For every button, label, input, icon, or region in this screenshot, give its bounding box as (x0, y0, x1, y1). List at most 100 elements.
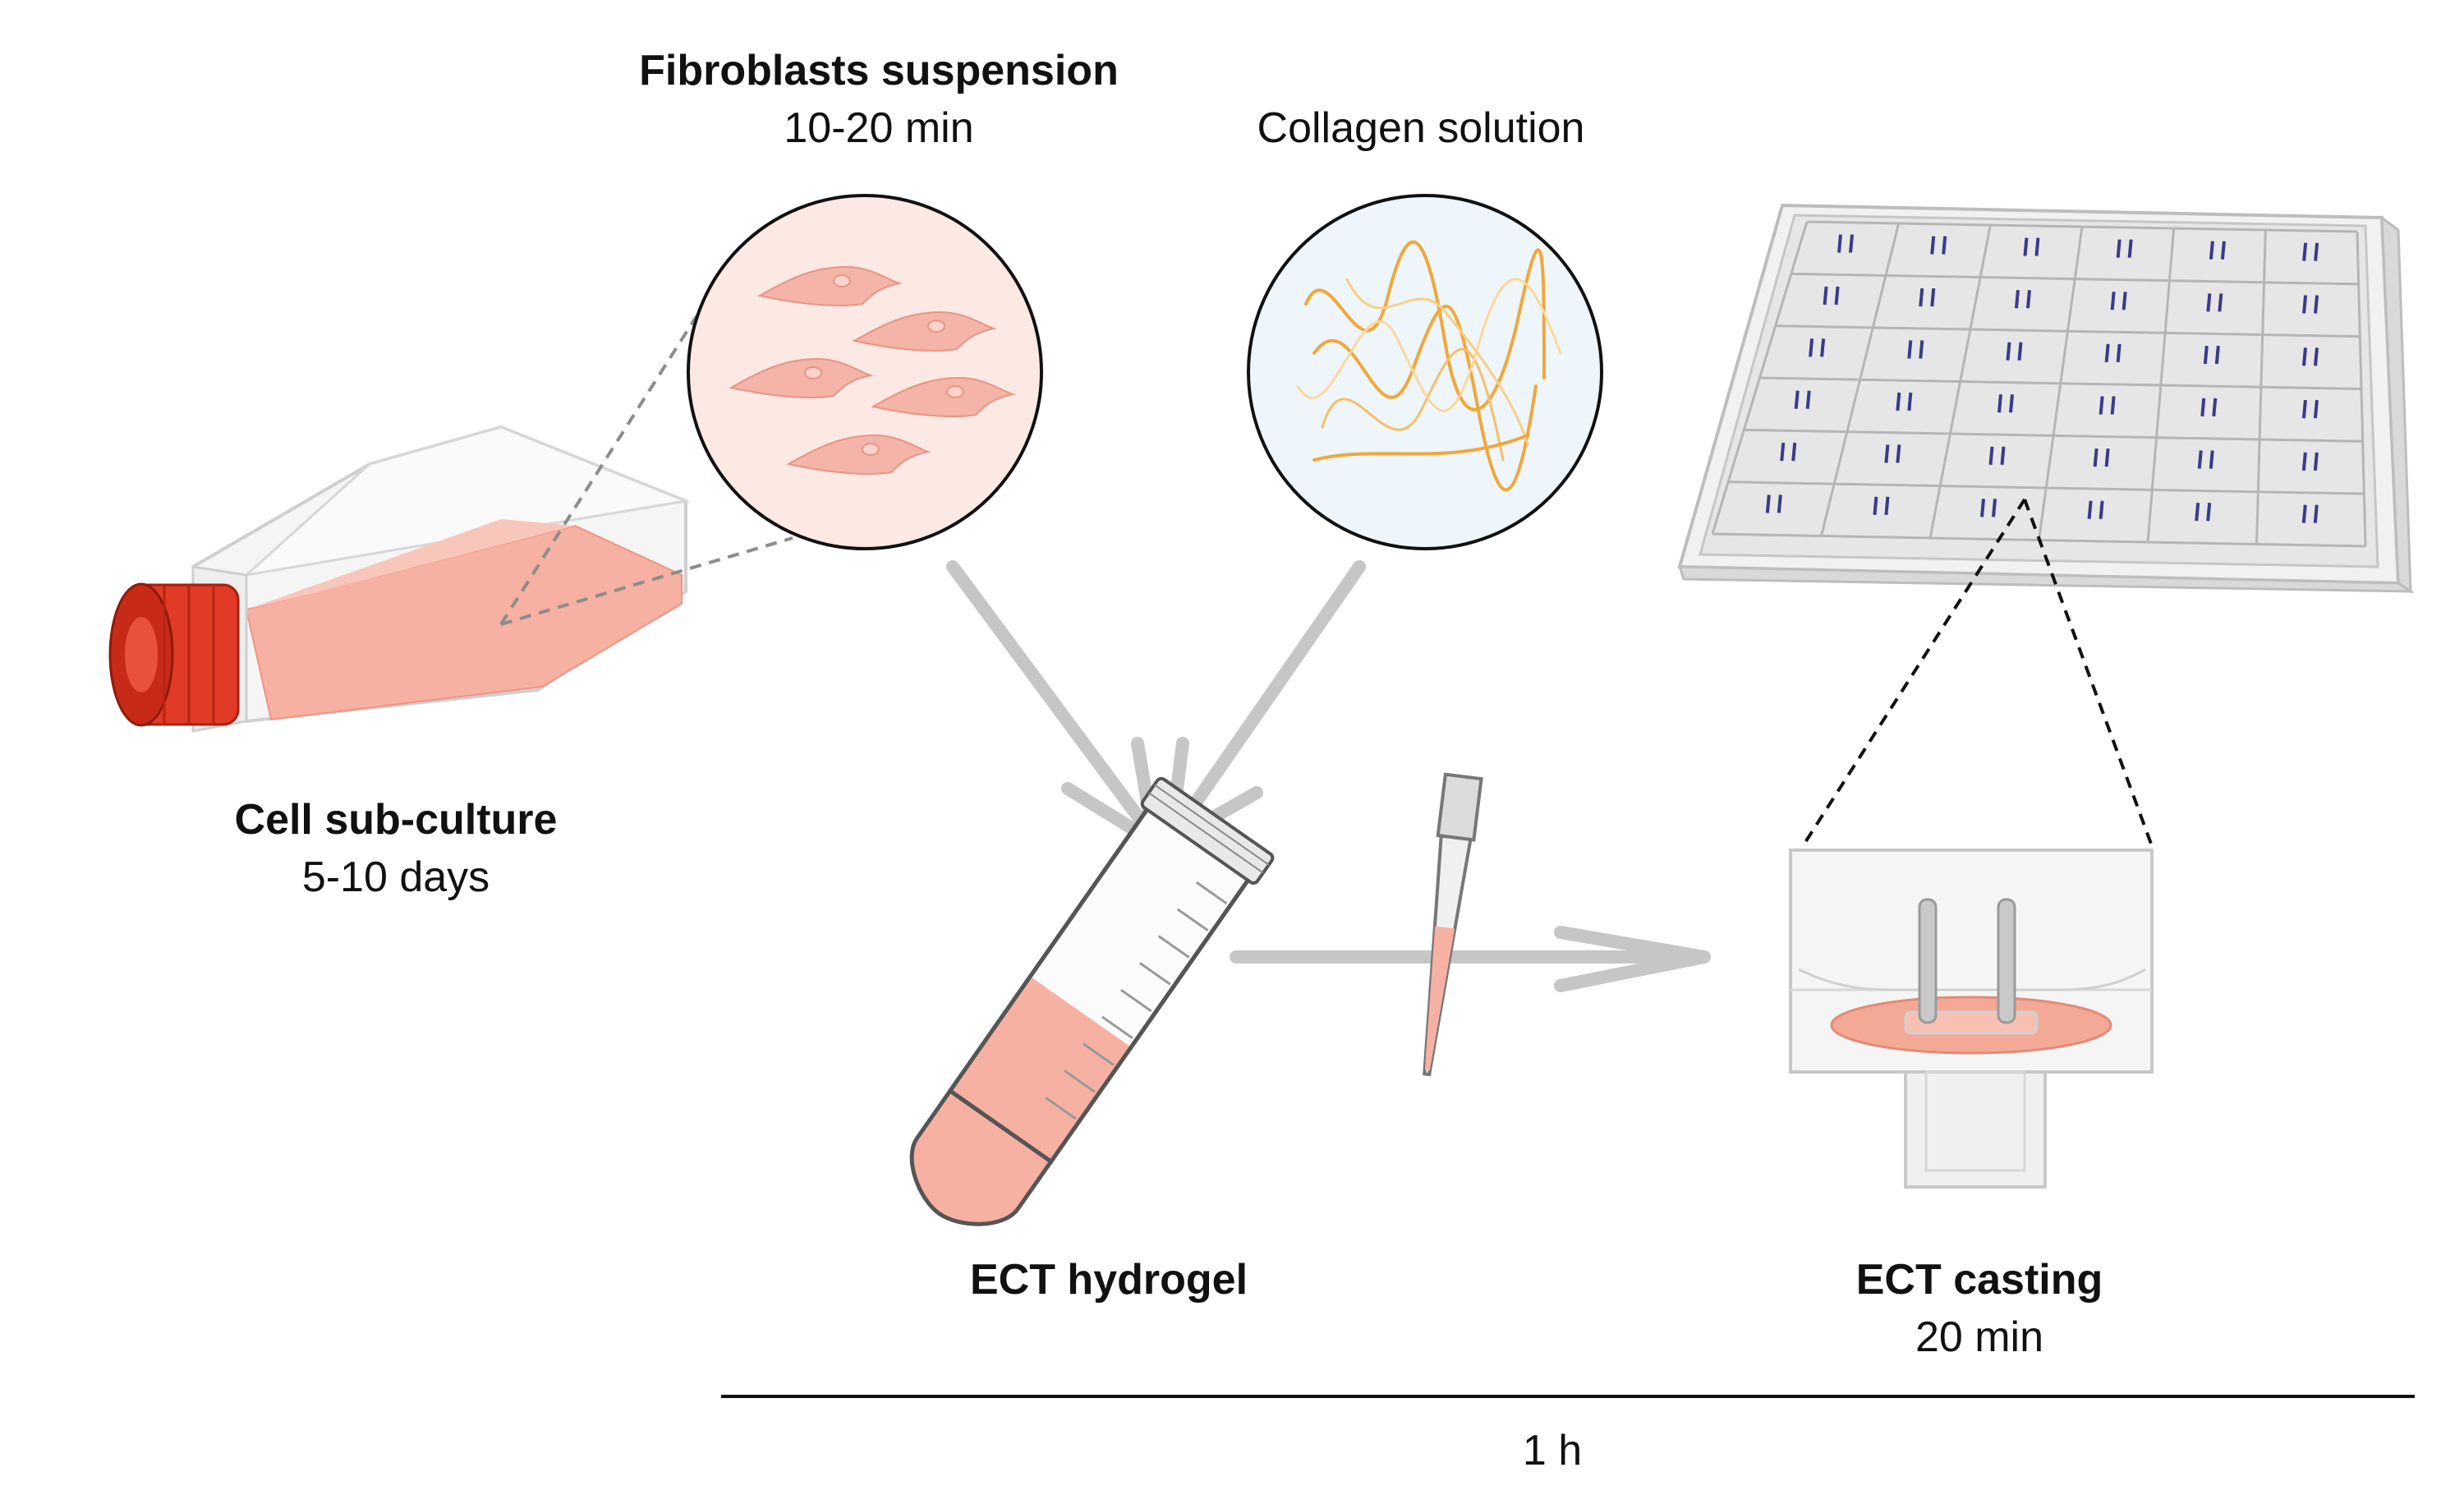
well-post-icon (1791, 442, 1797, 462)
arrow-icon (1176, 560, 1366, 828)
well-post-icon (1805, 390, 1811, 409)
zoom-lines-flask (499, 315, 793, 626)
well-post-icon (2006, 342, 2011, 361)
well-post-icon (1919, 287, 1924, 307)
timeline-label: 1 h (1522, 1427, 1583, 1474)
fibroblasts-title: Fibroblasts suspension (639, 47, 1119, 94)
well-post-icon (2099, 396, 2104, 415)
well-post-icon (2034, 237, 2040, 256)
well-post-icon (1884, 444, 1890, 463)
well-post-icon (1997, 394, 2002, 413)
well-post-icon (2023, 237, 2029, 256)
collagen-fiber-icon (1321, 347, 1505, 462)
well-post-icon (2104, 343, 2110, 363)
well-post-icon (2313, 504, 2319, 523)
well-post-icon (1834, 286, 1840, 306)
well-post-icon (2214, 345, 2220, 365)
well-post-icon (2000, 446, 2006, 465)
well-post-icon (2093, 448, 2099, 467)
well-post-icon (2314, 295, 2319, 314)
fibroblast-cell-icon (852, 310, 997, 352)
well-grid-line (1759, 376, 2362, 390)
well-post-icon (2301, 399, 2307, 419)
well-post-icon (2008, 394, 2014, 413)
well-post-icon (2014, 289, 2020, 309)
fibroblasts-duration: 10-20 min (784, 104, 974, 152)
collagen-title: Collagen solution (1257, 104, 1585, 152)
well-post-icon (2087, 500, 2093, 519)
well-post-icon (2195, 503, 2200, 522)
casting-title: ECT casting (1855, 1256, 2103, 1304)
well-post-icon (2220, 241, 2226, 260)
casting-well-icon (1789, 849, 2154, 1189)
well-post-icon (1848, 234, 1854, 253)
well-post-icon (2313, 452, 2319, 471)
well-post-icon (2218, 293, 2223, 312)
well-grid-line (1791, 272, 2359, 286)
subculture-title: Cell sub-culture (234, 796, 558, 844)
subculture-duration: 5-10 days (301, 853, 490, 901)
well-post-icon (2110, 396, 2116, 415)
well-post-icon (1777, 494, 1782, 513)
casting-duration: 20 min (1915, 1313, 2044, 1361)
well-post-icon (2197, 450, 2203, 469)
well-post-icon (2025, 289, 2031, 309)
well-post-icon (1930, 287, 1936, 307)
pipette-tip-icon (1423, 772, 1483, 1077)
well-post-icon (1980, 499, 1986, 517)
well-plate-icon (1677, 203, 2416, 594)
well-post-icon (2302, 347, 2307, 366)
well-post-icon (1988, 446, 1994, 465)
well-post-icon (1919, 340, 1924, 359)
zoom-lines-plate (1801, 498, 2154, 848)
well-post-icon (1884, 496, 1890, 516)
well-post-icon (2302, 295, 2308, 314)
well-post-icon (1809, 338, 1814, 357)
well-post-icon (2212, 398, 2218, 416)
well-post-icon (2200, 398, 2206, 416)
collagen-fiber-icon (1312, 304, 1538, 492)
well-post-icon (2203, 345, 2209, 365)
hydrogel-title: ECT hydrogel (969, 1256, 1248, 1304)
well-post-icon (2017, 342, 2023, 361)
collagen-fiber-icon (1312, 434, 1529, 462)
well-post-icon (2301, 452, 2307, 471)
well-post-icon (2099, 500, 2104, 519)
fibroblast-cell-icon (729, 357, 874, 398)
well-post-icon (2313, 399, 2319, 419)
well-post-icon (1907, 340, 1913, 359)
well-post-icon (1837, 234, 1842, 253)
well-post-icon (1992, 499, 1997, 517)
fibroblast-cell-icon (786, 434, 931, 475)
well-post-icon (2206, 503, 2212, 522)
well-post-icon (2314, 347, 2319, 366)
well-post-icon (2209, 450, 2214, 469)
arrow-icon (946, 560, 1148, 828)
well-post-icon (2116, 239, 2122, 258)
well-post-icon (2127, 239, 2133, 258)
well-post-icon (1907, 392, 1913, 412)
well-post-icon (1765, 494, 1771, 513)
falcon-tube-icon (909, 776, 1275, 1226)
fibroblast-cell-icon (871, 376, 1016, 417)
well-post-icon (2116, 343, 2122, 363)
well-grid-line (1806, 220, 2358, 233)
well-post-icon (2301, 504, 2307, 523)
well-post-icon (1873, 496, 1878, 516)
well-post-icon (2206, 293, 2212, 312)
well-post-icon (2122, 292, 2127, 310)
collagen-fiber-icon (1345, 278, 1529, 445)
well-grid-line (1775, 324, 2361, 338)
well-post-icon (1896, 392, 1901, 412)
well-post-icon (1820, 338, 1826, 357)
culture-flask-icon (108, 425, 691, 733)
cast-arrow (1230, 926, 1711, 992)
well-post-icon (1896, 444, 1901, 463)
well-post-icon (1823, 286, 1828, 306)
well-post-icon (2110, 292, 2116, 310)
well-post-icon (1930, 236, 1936, 255)
fibroblast-cell-icon (757, 265, 903, 306)
collagen-fiber-icon (1304, 240, 1546, 412)
